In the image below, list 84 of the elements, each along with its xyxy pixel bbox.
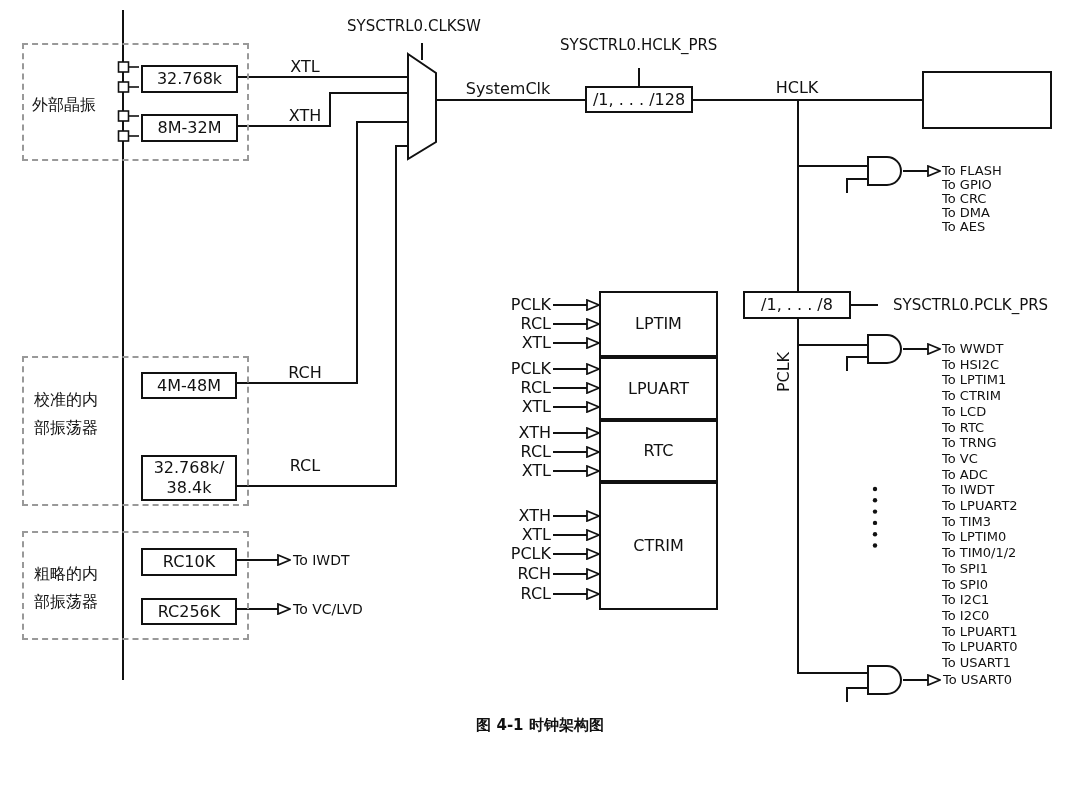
destination-label: To TIM0/1/2 — [942, 545, 1017, 561]
arrow — [552, 510, 600, 522]
destination-label: To LPTIM1 — [942, 372, 1007, 388]
oscillator-box: RC10K — [141, 548, 237, 576]
arrow — [552, 465, 600, 477]
arrow — [552, 568, 600, 580]
destination-label: To ADC — [942, 466, 988, 482]
group-box — [22, 531, 249, 640]
group-box — [22, 43, 249, 161]
signal-label: XTH — [500, 423, 553, 443]
signal-label: RCL — [500, 378, 553, 398]
arrow — [552, 363, 600, 375]
destination-label: To TRNG — [942, 435, 997, 451]
destination-label: To VC/LVD — [290, 600, 380, 618]
arrow — [552, 548, 600, 560]
group-label: 校准的内部振荡器 — [34, 389, 99, 439]
destination-label: To WWDT — [942, 341, 1004, 356]
caption: 图 4-1 时钟架构图 — [475, 716, 605, 735]
signal-label: XTL — [500, 461, 553, 481]
arrow — [552, 427, 600, 439]
arrow — [902, 343, 941, 355]
connector — [692, 99, 799, 292]
destination-label: To LPUART2 — [942, 498, 1018, 513]
signal-label: RCH — [500, 564, 553, 584]
register-label: SYSCTRL0.PCLK_PRS — [893, 296, 1049, 314]
arrow — [552, 529, 600, 541]
prescaler-box: /1, . . . /8 — [743, 291, 851, 319]
signal-label: RCL — [500, 442, 553, 462]
destination-label: To SPI1 — [942, 560, 988, 576]
destination-label: To GPIO — [942, 177, 992, 192]
signal-label: XTH — [500, 506, 553, 526]
connector — [436, 99, 586, 101]
peripheral-box: LPTIM — [599, 291, 718, 357]
destination-label: To SPI0 — [942, 576, 988, 592]
arrow — [552, 318, 600, 330]
signal-label: XTL — [500, 333, 553, 353]
destination-label: To IWDT — [290, 551, 365, 569]
arrow — [552, 401, 600, 413]
destination-label: To AES — [942, 219, 986, 234]
destination-label: To USART1 — [942, 655, 1012, 670]
arrow — [552, 588, 600, 600]
destination-label: To LPUART0 — [942, 639, 1018, 655]
group-box — [22, 356, 249, 506]
oscillator-box: 8M-32M — [141, 114, 238, 142]
destination-label: To I2C0 — [942, 607, 990, 623]
register-label: SYSCTRL0.HCLK_PRS — [560, 36, 718, 54]
destination-label: To DMA — [942, 205, 990, 220]
arrow — [902, 165, 941, 177]
signal-label: PCLK — [500, 359, 553, 379]
signal-label: PCLK — [500, 295, 553, 315]
arrow — [552, 299, 600, 311]
arrow — [552, 446, 600, 458]
destination-label: To LPTIM0 — [942, 529, 1007, 545]
oscillator-box: 32.768k — [141, 65, 238, 93]
destination-label: To RTC — [942, 419, 985, 435]
prescaler-box: /1, . . . /128 — [585, 86, 693, 113]
destination-label: To IWDT — [942, 482, 995, 498]
destination-label: To CTRIM — [942, 388, 1001, 404]
peripheral-box: LPUART — [599, 357, 718, 420]
oscillator-box: 4M-48M — [141, 372, 237, 399]
arrow — [552, 337, 600, 349]
oscillator-box: RC256K — [141, 598, 237, 625]
signal-label: RCL — [500, 584, 553, 604]
peripheral-box: RTC — [599, 420, 718, 482]
group-label: 粗略的内部振荡器 — [34, 563, 99, 613]
arrow — [902, 674, 941, 686]
destination-label: To LCD — [942, 403, 987, 419]
destination-label: To HSI2C — [942, 356, 1000, 372]
destination-label: To CRC — [942, 191, 987, 206]
destination-label: To I2C1 — [942, 592, 990, 608]
oscillator-box: 32.768k/ 38.4k — [141, 455, 237, 501]
peripheral-box: CTRIM — [599, 482, 718, 610]
destination-label: To TIM3 — [942, 513, 992, 529]
group-label: 外部晶振 — [32, 94, 97, 116]
signal-label: XTL — [500, 397, 553, 417]
destination-label: To USART0 — [940, 671, 1030, 689]
signal-label: RCL — [500, 314, 553, 334]
destination-label: To VC — [942, 450, 978, 466]
signal-label: SystemClk — [463, 80, 553, 98]
signal-label: XTL — [500, 525, 553, 545]
destination-label: To FLASH — [942, 163, 1002, 178]
arrow — [552, 382, 600, 394]
signal-label: PCLK — [500, 544, 553, 564]
destination-label: To LPUART1 — [942, 623, 1018, 639]
